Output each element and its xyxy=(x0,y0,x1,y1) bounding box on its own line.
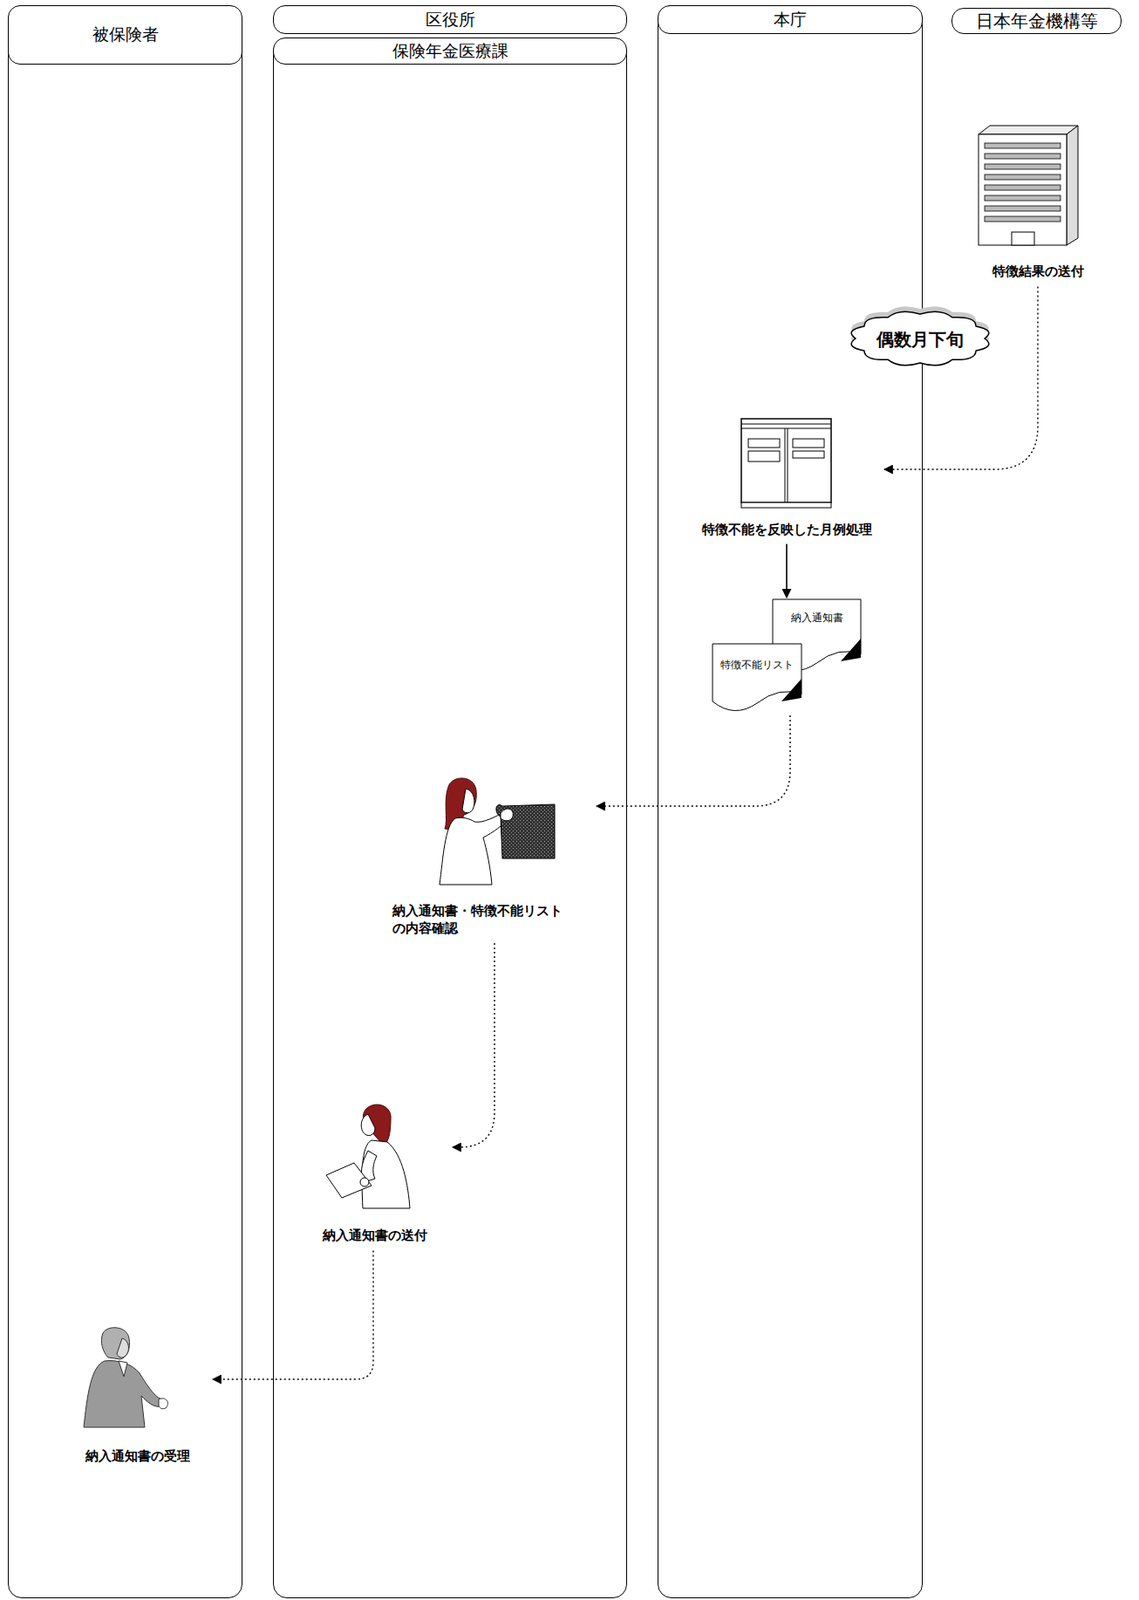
swimlane: 保険年金医療課納入通知書・特徴不能リスト の内容確認納入通知書の送付 xyxy=(272,37,628,1598)
icon-part xyxy=(1066,125,1078,246)
icon-part xyxy=(748,450,780,462)
icon-part xyxy=(984,205,1061,212)
building-icon xyxy=(963,122,1112,253)
icon-part xyxy=(360,1177,369,1187)
lane-group: 区役所保険年金医療課納入通知書・特徴不能リスト の内容確認納入通知書の送付 xyxy=(272,5,628,1598)
process-step: 納入通知書の送付 xyxy=(300,1101,450,1248)
woman2-icon xyxy=(305,1101,445,1211)
server-icon xyxy=(697,417,877,514)
icon-part xyxy=(978,125,1078,135)
icon-part xyxy=(116,1337,129,1358)
icon-part xyxy=(741,423,832,425)
icon-part xyxy=(361,1139,410,1208)
icon-part xyxy=(741,502,832,508)
icon-part xyxy=(83,1360,163,1427)
icon-part xyxy=(984,174,1061,180)
icon-part xyxy=(984,184,1061,191)
document-shape: 特徴不能リスト xyxy=(711,642,803,714)
document-outline xyxy=(711,642,803,714)
solid-arrow xyxy=(785,544,788,599)
step-label: 特徴不能を反映した月例処理 xyxy=(693,521,881,539)
icon-part xyxy=(984,153,1061,159)
dotted-arrow xyxy=(452,942,495,1147)
step-label: 納入通知書の送付 xyxy=(300,1227,450,1245)
process-step: 納入通知書の受理 xyxy=(65,1325,210,1468)
step-label: 納入通知書・特徴不能リスト の内容確認 xyxy=(392,902,568,937)
lane-header: 本庁 xyxy=(657,5,923,35)
cloud-text: 偶数月下旬 xyxy=(876,327,964,352)
lane-header: 保険年金医療課 xyxy=(272,37,628,65)
step-label: 納入通知書の受理 xyxy=(65,1447,210,1466)
icon-part xyxy=(748,438,780,448)
step-label: 特徴結果の送付 xyxy=(959,263,1117,281)
icon-part xyxy=(984,216,1061,222)
icon-part xyxy=(158,1398,168,1409)
icon-part xyxy=(439,811,510,885)
swimlane: 本庁特徴不能を反映した月例処理納入通知書特徴不能リスト xyxy=(657,5,923,1598)
icon-part xyxy=(851,311,989,366)
dotted-arrow xyxy=(212,1250,374,1380)
icon-part xyxy=(1011,231,1035,246)
lane-header: 被保険者 xyxy=(7,5,243,65)
icon-part xyxy=(784,428,786,503)
dotted-arrow xyxy=(596,715,791,806)
lane-group: 日本年金機構等特徴結果の送付 xyxy=(951,7,1134,296)
lane-header: 日本年金機構等 xyxy=(951,7,1122,35)
icon-part xyxy=(840,638,861,662)
icon-part xyxy=(496,804,555,859)
lane-header: 区役所 xyxy=(272,5,628,35)
man-icon xyxy=(69,1325,205,1431)
process-step: 特徴不能を反映した月例処理 xyxy=(693,417,881,542)
connector-group xyxy=(212,286,1038,1380)
icon-part xyxy=(978,134,1067,246)
document-title: 納入通知書 xyxy=(771,598,862,626)
icon-part xyxy=(741,428,832,430)
icon-part xyxy=(984,163,1061,170)
icon-part xyxy=(101,1327,130,1359)
icon-part xyxy=(712,643,802,711)
process-step: 納入通知書・特徴不能リスト の内容確認 xyxy=(390,774,594,940)
icon-part xyxy=(792,450,825,458)
icon-part xyxy=(787,428,789,503)
woman1-icon xyxy=(390,774,594,888)
icon-part xyxy=(984,143,1061,149)
icon-part xyxy=(326,1162,372,1198)
swimlane: 被保険者納入通知書の受理 xyxy=(7,5,243,1598)
document-title: 特徴不能リスト xyxy=(711,642,803,673)
cloud-note: 偶数月下旬 xyxy=(845,299,995,373)
icon-part xyxy=(361,1113,376,1136)
icon-part xyxy=(984,195,1061,201)
icon-part xyxy=(462,788,475,813)
icon-part xyxy=(781,678,802,702)
icon-part xyxy=(500,808,513,821)
icon-part xyxy=(741,418,832,503)
icon-part xyxy=(118,1360,128,1377)
icon-part xyxy=(792,438,825,448)
process-step: 特徴結果の送付 xyxy=(959,122,1117,284)
